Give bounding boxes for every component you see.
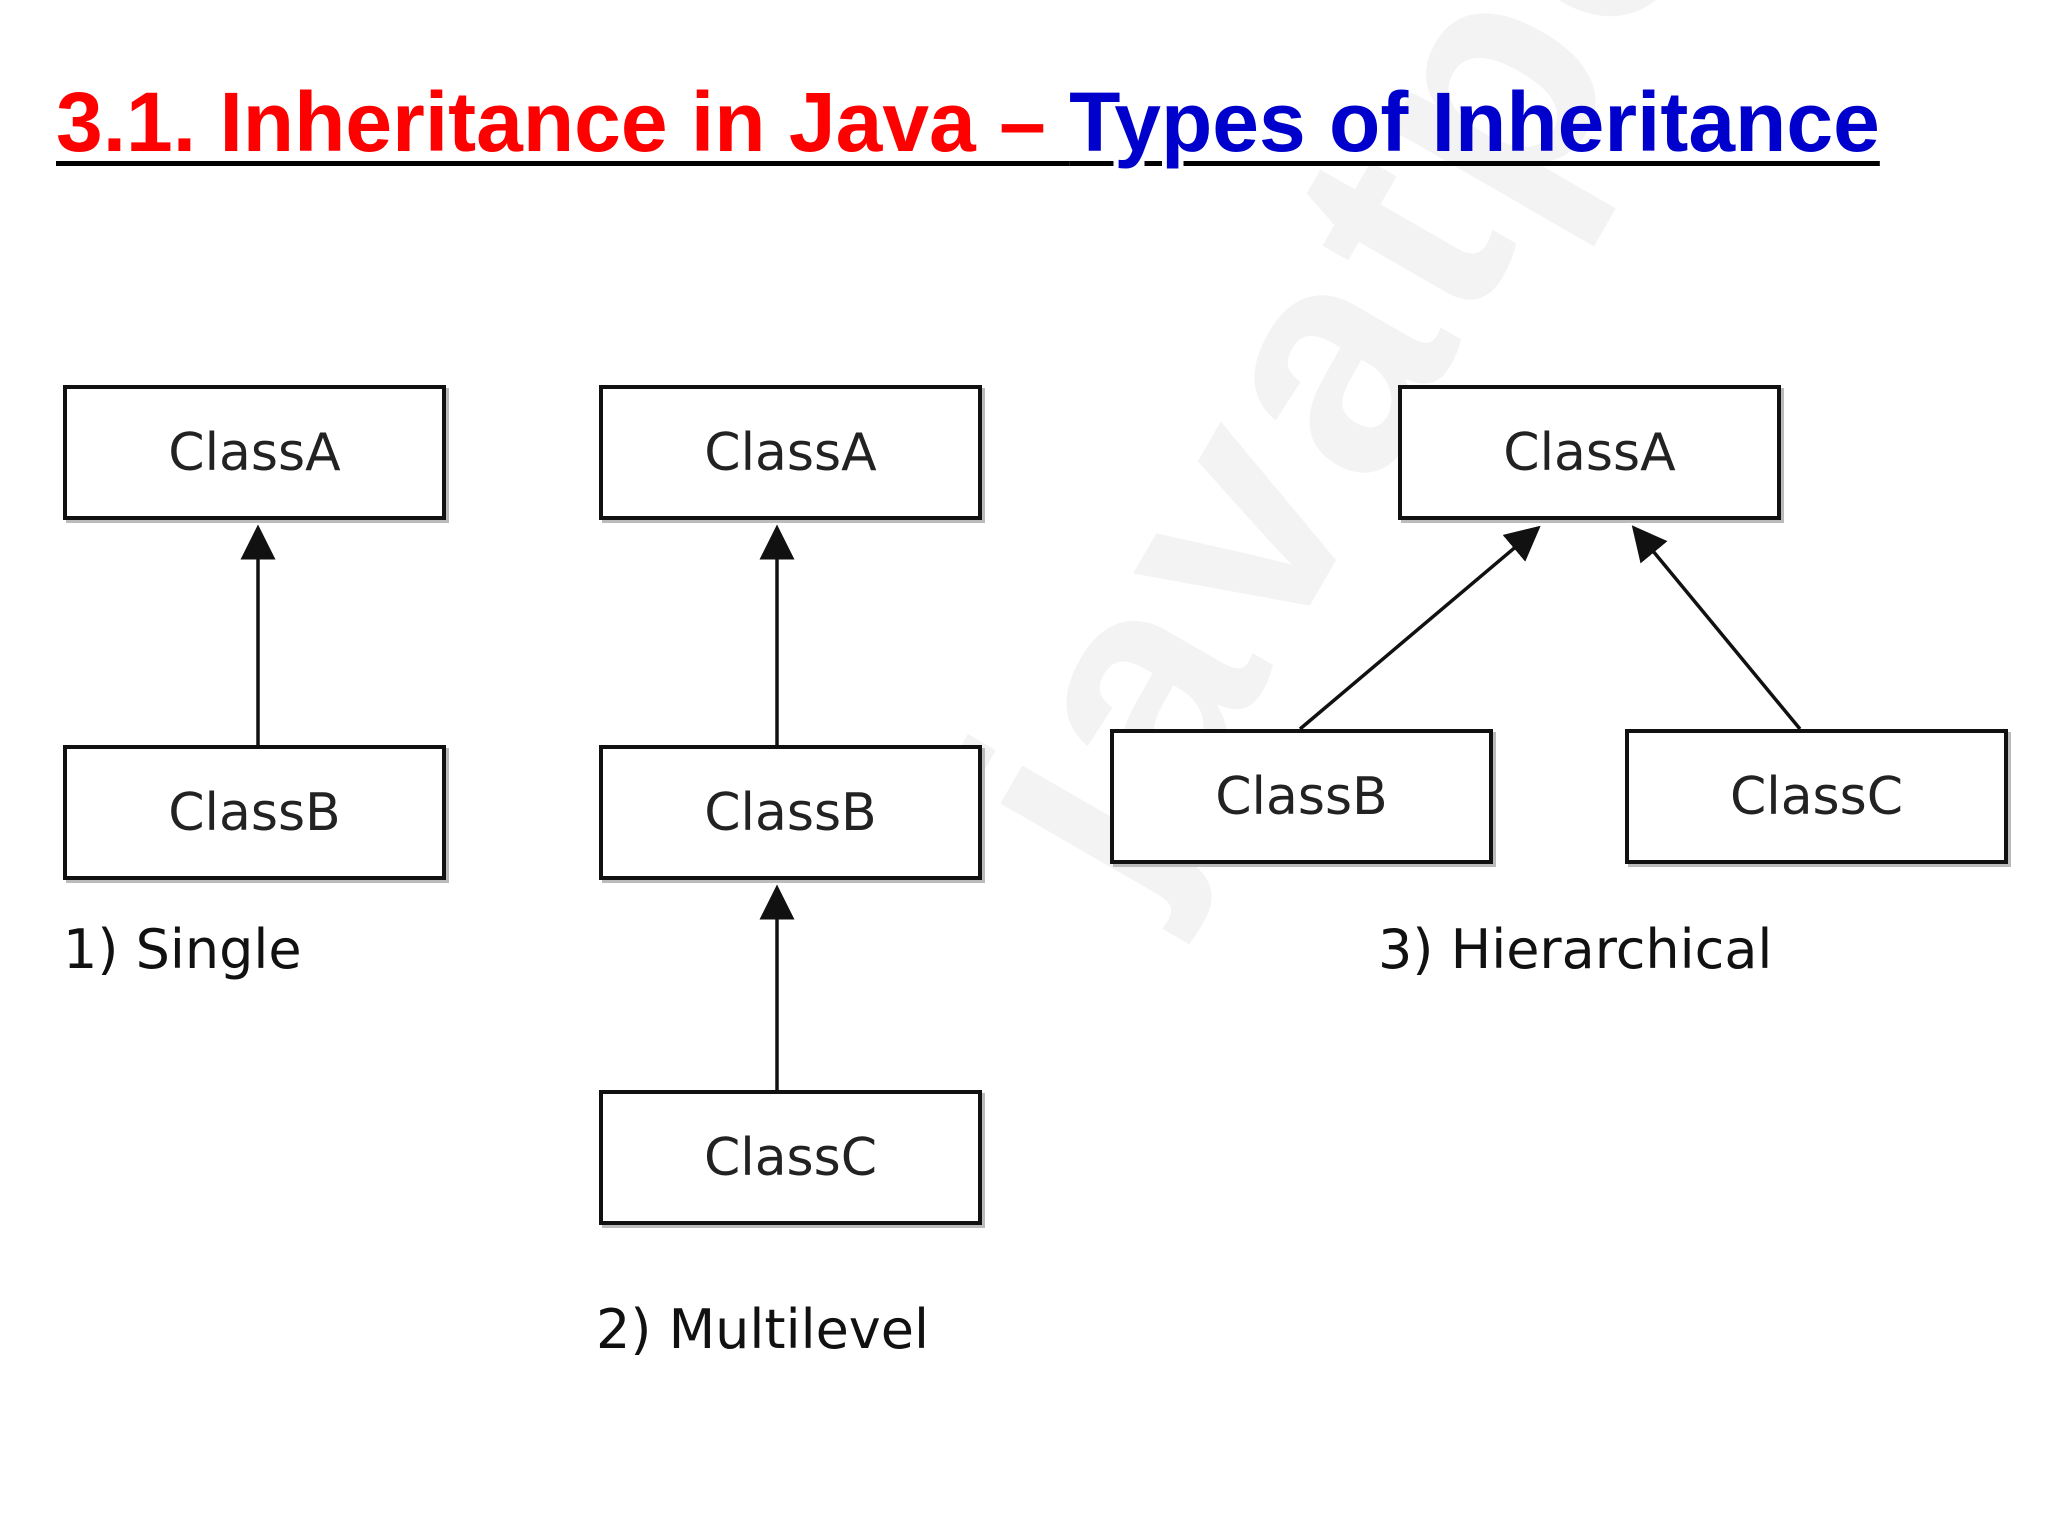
hierarchical-class-a-box: ClassA <box>1398 385 1781 520</box>
multilevel-class-a-box: ClassA <box>599 385 982 520</box>
title-subtitle: Types of Inheritance <box>1069 75 1880 169</box>
page-title: 3.1. Inheritance in Java – Types of Inhe… <box>56 72 1880 172</box>
title-main: 3.1. Inheritance in Java – <box>56 75 1070 169</box>
hierarchical-class-c-box: ClassC <box>1625 729 2008 864</box>
single-class-a-box: ClassA <box>63 385 446 520</box>
caption-multilevel: 2) Multilevel <box>596 1298 929 1361</box>
arrow-hierarchical-c-to-a <box>1631 525 1802 731</box>
multilevel-class-c-box: ClassC <box>599 1090 982 1225</box>
caption-hierarchical: 3) Hierarchical <box>1378 918 1773 981</box>
single-class-b-box: ClassB <box>63 745 446 880</box>
caption-single: 1) Single <box>63 918 302 981</box>
arrow-hierarchical-b-to-a <box>1298 525 1541 731</box>
hierarchical-class-b-box: ClassB <box>1110 729 1493 864</box>
multilevel-class-b-box: ClassB <box>599 745 982 880</box>
